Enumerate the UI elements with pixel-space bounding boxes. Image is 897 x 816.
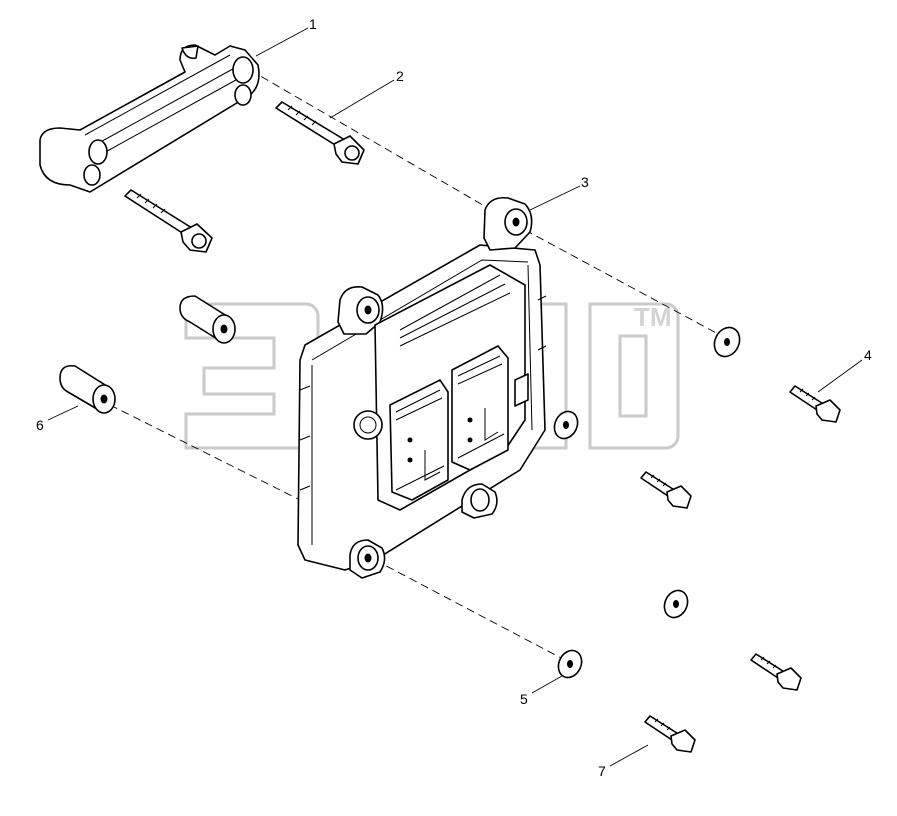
washer-lower (663, 589, 689, 619)
callout-1: 1 (309, 16, 317, 32)
part-6-spacer (179, 295, 236, 344)
callout-5: 5 (520, 691, 528, 707)
part-3-ecu-module (297, 196, 547, 579)
bolt-lower-right (750, 653, 802, 691)
part-5-washer (557, 649, 583, 679)
washer-upper-right (713, 326, 741, 358)
trademark-mark: TM (634, 302, 672, 332)
washer-mid (553, 410, 579, 440)
callout-2: 2 (396, 68, 404, 84)
callout-7: 7 (598, 763, 606, 779)
part-4-bolt (789, 385, 841, 423)
leader-lines (47, 27, 863, 767)
callout-3: 3 (581, 174, 589, 190)
part-2-bolt (275, 101, 365, 165)
spacer-lower (59, 364, 116, 414)
part-7-bolt (644, 715, 696, 753)
part-1-bracket (39, 44, 260, 193)
callout-4: 4 (864, 347, 872, 363)
bolt-left (124, 189, 213, 253)
callout-labels: 1 2 3 4 5 6 7 (36, 16, 872, 779)
alignment-lines (109, 69, 721, 661)
callout-6: 6 (36, 417, 44, 433)
bolt-mid (640, 471, 692, 509)
